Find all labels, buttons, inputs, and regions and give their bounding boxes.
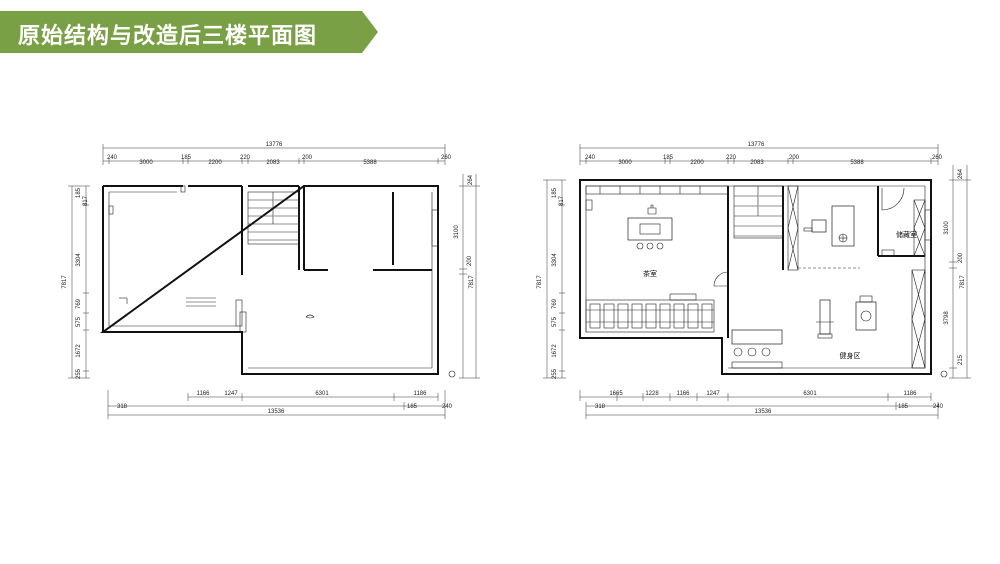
dim-top-seg: 3000 [139, 160, 153, 166]
dim-top-seg: 5388 [850, 160, 864, 166]
dim-top-seg: 185 [181, 155, 192, 161]
dim-bottom-row2: 185 [898, 404, 909, 410]
dim-bottom-row2: 240 [442, 404, 453, 410]
staircase [733, 185, 784, 239]
dim-top-seg: 3000 [618, 160, 632, 166]
dim-left-seg: 3304 [76, 253, 82, 267]
exterior-walls [579, 179, 932, 375]
dim-top-total: 13776 [748, 142, 765, 148]
dim-bottom-row2: 318 [595, 404, 606, 410]
dim-top-seg: 220 [240, 155, 251, 161]
original-floor-plan: 13776 240 3000 185 2200 220 2083 200 538… [62, 142, 480, 419]
dim-left-total: 7817 [537, 275, 543, 289]
dim-left-seg: 1672 [552, 344, 558, 358]
renovated-floor-plan: 13776 240 3000 185 2200 220 2083 200 538… [537, 142, 971, 419]
dim-bottom-seg: 1247 [224, 391, 238, 397]
dim-top-seg: 240 [107, 155, 118, 161]
dim-bottom-seg: 1247 [706, 391, 720, 397]
dim-right-seg: 200 [958, 252, 964, 263]
dim-top-total: 13776 [266, 142, 283, 148]
dim-right-seg: 200 [467, 255, 473, 266]
dim-top-seg: 2200 [690, 160, 704, 166]
room-label-gym: 健身区 [840, 351, 861, 360]
gym-equipment [816, 295, 877, 339]
dim-left-seg: 255 [76, 368, 82, 379]
dim-bottom-total: 13536 [268, 409, 285, 415]
dim-bottom-total: 13536 [755, 409, 772, 415]
door-swing [881, 187, 905, 211]
dim-right-seg: 215 [958, 354, 964, 365]
dim-bottom-row2: 185 [407, 404, 418, 410]
dim-right-seg: 3100 [454, 225, 460, 239]
dim-top-seg: 200 [302, 155, 313, 161]
dim-left-seg: 185 [76, 187, 82, 198]
chair [811, 219, 827, 233]
dim-bottom-seg: 6301 [803, 391, 817, 397]
door-swing [713, 271, 729, 287]
tea-table [627, 204, 673, 250]
dim-left-seg: 769 [552, 298, 558, 309]
tea-room-lattice [585, 293, 715, 333]
dim-top-seg: 240 [585, 155, 596, 161]
dim-top-seg: 5388 [363, 160, 377, 166]
dim-right-seg: 3100 [944, 221, 950, 235]
dim-right-seg: 264 [468, 174, 474, 185]
dim-left-seg: 769 [76, 298, 82, 309]
gym-counter [731, 329, 783, 345]
dim-bottom-row2: 240 [933, 404, 944, 410]
dim-bottom-seg: 1186 [904, 391, 918, 397]
dim-bottom-row2: 318 [117, 404, 128, 410]
dim-left-total: 7817 [62, 275, 68, 289]
dim-bottom-seg: 1166 [197, 391, 211, 397]
dim-right-total: 7817 [469, 275, 475, 289]
dim-right-seg: 264 [958, 168, 964, 179]
page-title: 原始结构与改造后三楼平面图 [18, 24, 318, 49]
dim-left-seg: 255 [552, 368, 558, 379]
dim-bottom-seg: 1166 [677, 391, 691, 397]
dim-top-seg: 220 [726, 155, 737, 161]
title-banner: 原始结构与改造后三楼平面图 [0, 11, 378, 53]
dim-left-seg: 575 [76, 316, 82, 327]
dim-top-seg: 2083 [750, 160, 764, 166]
dim-right-seg: 3798 [944, 311, 950, 325]
dim-left-seg: 575 [552, 316, 558, 327]
dim-left-seg: 817 [559, 195, 565, 206]
staircase [247, 191, 300, 245]
desk [831, 205, 855, 247]
dim-bottom-seg: 1186 [414, 391, 428, 397]
dim-top-seg: 2200 [208, 160, 222, 166]
dim-right-total: 7817 [960, 275, 966, 289]
floor-drain-mark [305, 314, 315, 319]
room-label-storage: 储藏室 [896, 230, 917, 239]
dim-left-seg: 1672 [76, 344, 82, 358]
dim-top-seg: 260 [932, 155, 943, 161]
dim-left-seg: 185 [552, 187, 558, 198]
exterior-walls [99, 185, 439, 375]
dim-left-seg: 3304 [552, 253, 558, 267]
dim-bottom-seg: 1665 [609, 391, 623, 397]
dim-bottom-seg: 6301 [315, 391, 329, 397]
dim-top-seg: 185 [663, 155, 674, 161]
dim-left-seg: 817 [83, 195, 89, 206]
dim-top-seg: 200 [789, 155, 800, 161]
room-label-tea: 茶室 [643, 269, 657, 278]
dim-bottom-seg: 1228 [645, 391, 659, 397]
banner-arrow-shape [0, 11, 378, 53]
dim-top-seg: 260 [441, 155, 452, 161]
dim-top-seg: 2083 [266, 160, 280, 166]
